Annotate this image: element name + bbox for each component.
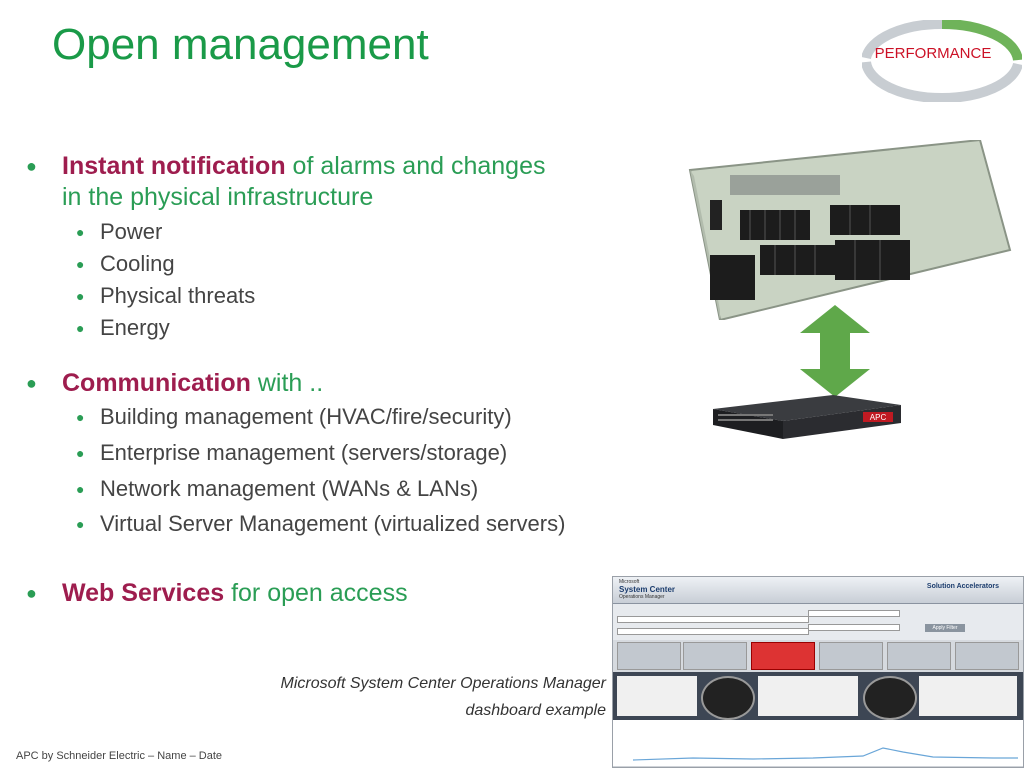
server-brand-label: APC: [870, 413, 887, 422]
bullet-dot-icon: ●: [26, 583, 37, 603]
bullet-dot-icon: ●: [76, 445, 85, 461]
bullet-text: of alarms and changes: [285, 152, 546, 180]
bullet-dot-icon: ●: [76, 409, 85, 425]
bullet-text-line2: in the physical infrastructure: [62, 183, 374, 211]
bullet-dot-icon: ●: [76, 481, 85, 497]
bullet-highlight: Web Services: [62, 579, 225, 607]
bullet-dot-icon: ●: [76, 320, 85, 336]
caption-line2: dashboard example: [465, 702, 606, 719]
footer-text: APC by Schneider Electric – Name – Date: [16, 750, 223, 762]
apply-filter-button[interactable]: Apply Filter: [925, 624, 965, 632]
dashboard-accelerator: Solution Accelerators: [926, 583, 999, 590]
dashboard-screenshot: Microsoft System Center Operations Manag…: [612, 576, 1024, 768]
dashboard-vendor: Microsoft: [619, 579, 640, 585]
dashboard-product-sub: Operations Manager: [619, 594, 665, 600]
bullet-dot-icon: ●: [26, 156, 37, 176]
apc-server-image: APC: [713, 395, 901, 439]
caption-line1: Microsoft System Center Operations Manag…: [280, 675, 606, 692]
datacenter-room-image: [688, 140, 1012, 320]
bullet-dot-icon: ●: [76, 224, 85, 240]
bidirectional-arrow-icon: [800, 305, 870, 397]
bullet-dot-icon: ●: [26, 373, 37, 393]
dashboard-product: System Center: [619, 585, 676, 594]
performance-ring-icon: [862, 20, 1022, 102]
bullet-dot-icon: ●: [76, 516, 85, 532]
slide-title: Open management: [52, 20, 429, 69]
bullet-dot-icon: ●: [76, 288, 85, 304]
bullet-highlight: Communication: [62, 369, 251, 397]
bullet-highlight: Instant notification: [62, 152, 286, 180]
bullet-dot-icon: ●: [76, 256, 85, 272]
performance-badge: PERFORMANCE: [874, 45, 992, 62]
bullet-text: with ..: [250, 369, 324, 397]
bullet-text: for open access: [224, 579, 408, 607]
